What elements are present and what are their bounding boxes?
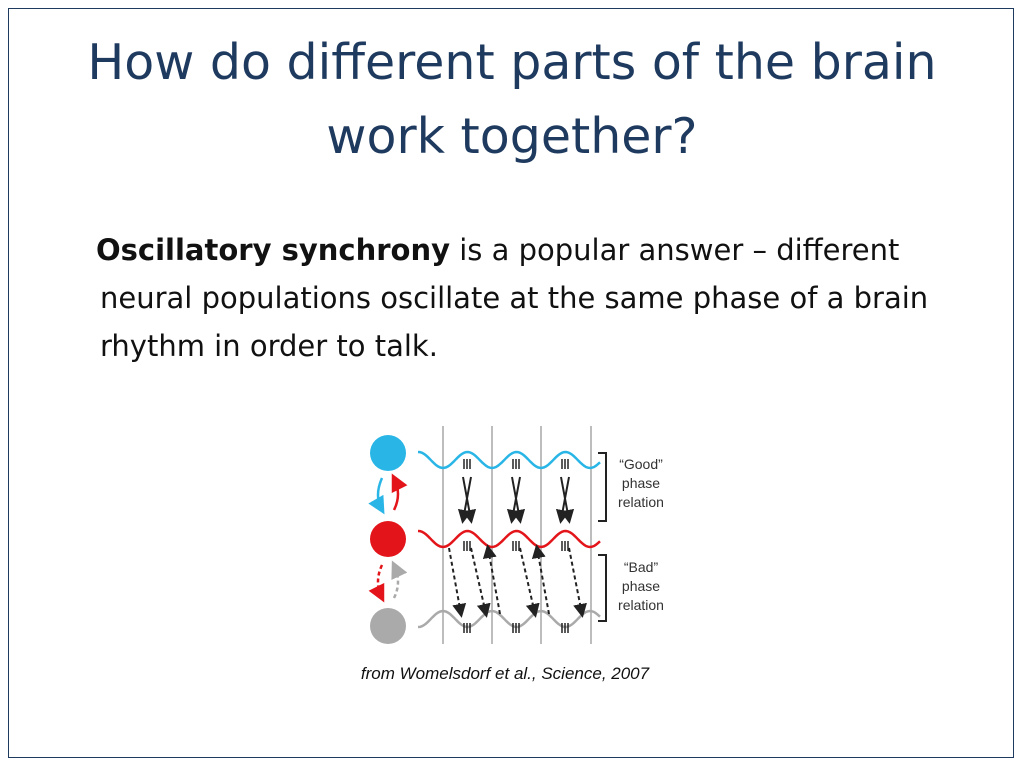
slide-body: Oscillatory synchrony is a popular answe…	[96, 226, 980, 370]
bad-label-line-1: “Bad”	[624, 559, 659, 575]
good-bracket	[598, 452, 607, 522]
good-label-line-2: phase	[622, 475, 660, 491]
blue-population-circle	[370, 435, 406, 471]
red-spike-ticks	[463, 541, 569, 551]
body-text: is a popular answer – different neural p…	[100, 233, 929, 363]
bad-dashed-arrows	[448, 544, 587, 618]
red-population-circle	[370, 521, 406, 557]
good-label-line-3: relation	[618, 494, 664, 510]
good-left-arrow-red	[391, 473, 408, 511]
figure-caption: from Womelsdorf et al., Science, 2007	[360, 664, 650, 683]
bad-label-line-3: relation	[618, 597, 664, 613]
gray-wave	[417, 609, 601, 629]
slide-frame	[8, 8, 1014, 758]
bad-left-arrow-gray	[391, 560, 408, 599]
gray-population-circle	[370, 608, 406, 644]
phase-relation-figure: “Good” phase relation “Bad” phase relati…	[368, 426, 664, 644]
good-left-arrow-blue	[368, 477, 385, 515]
slide-title: How do different parts of the brain work…	[87, 34, 937, 165]
key-term: Oscillatory synchrony	[96, 233, 451, 267]
bad-left-arrow-red	[368, 564, 385, 603]
red-wave	[417, 529, 601, 549]
blue-spike-ticks	[463, 459, 569, 469]
good-crossed-arrows	[457, 476, 575, 524]
bad-label-line-2: phase	[622, 578, 660, 594]
good-label-line-1: “Good”	[619, 456, 663, 472]
gray-spike-ticks	[463, 623, 569, 633]
blue-wave	[417, 450, 601, 470]
bad-bracket	[598, 554, 607, 622]
